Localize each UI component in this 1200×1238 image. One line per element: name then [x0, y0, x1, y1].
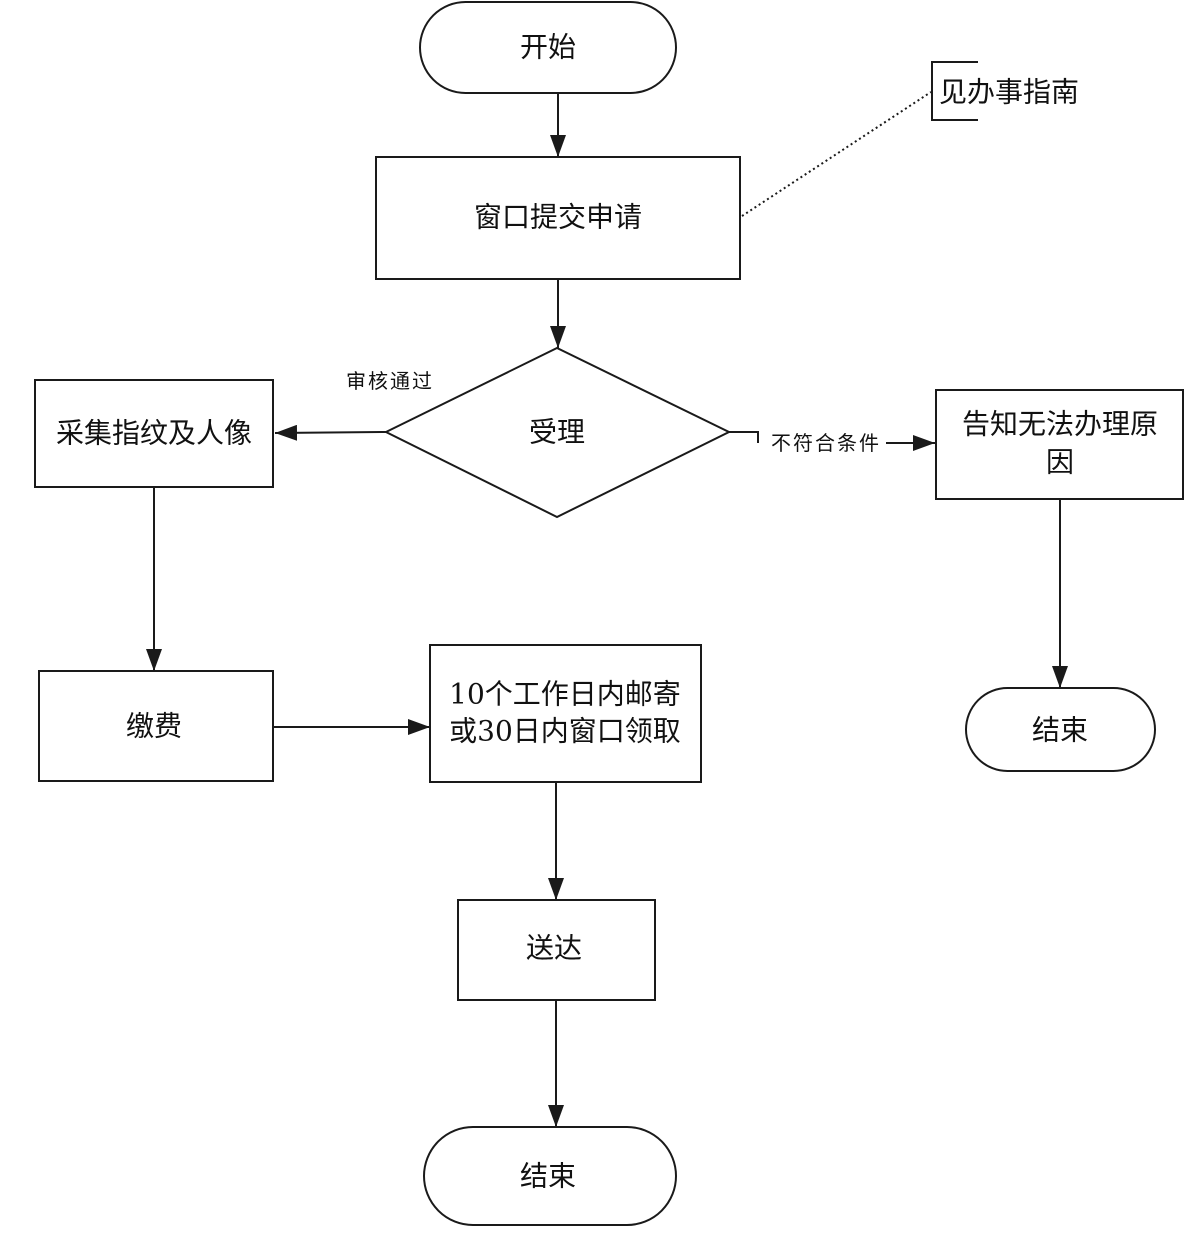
end-right-terminator: 结束 [965, 687, 1156, 772]
edge-accept-to-notify-start [729, 431, 759, 443]
deliver-option-label-line2: 或30日内窗口领取 [449, 715, 681, 748]
notify-process-shape [935, 389, 1184, 500]
deliver-label: 送达 [526, 932, 582, 965]
end-bottom-terminator: 结束 [423, 1126, 677, 1226]
edge-accept-to-collect [274, 424, 387, 441]
annotation-connector [741, 91, 932, 217]
accept-label: 受理 [529, 416, 585, 449]
notify-process: 告知无法办理原 因 [935, 389, 1184, 500]
deliver-option-label-line1: 10个工作日内邮寄 [449, 678, 681, 711]
approved-edge-label: 审核通过 [346, 369, 434, 393]
accept-decision: 受理 [383, 346, 732, 519]
end-right-terminator-shape [965, 687, 1156, 772]
end-right-label: 结束 [1032, 714, 1088, 747]
collect-process-shape [34, 379, 274, 488]
end-bottom-label: 结束 [520, 1160, 576, 1193]
collect-label: 采集指纹及人像 [56, 417, 252, 450]
notify-label-line1: 告知无法办理原 [962, 408, 1158, 441]
deliver-process-shape [457, 899, 656, 1001]
pay-process-shape [38, 670, 274, 782]
annotation-bracket [931, 61, 978, 121]
start-terminator-shape [419, 1, 677, 94]
deliver-option-process: 10个工作日内邮寄 或30日内窗口领取 [429, 644, 702, 783]
collect-process: 采集指纹及人像 [34, 379, 274, 488]
submit-process-shape [375, 156, 741, 280]
pay-label: 缴费 [126, 710, 182, 743]
start-label: 开始 [520, 31, 576, 64]
rejected-edge-label: 不符合条件 [771, 431, 881, 455]
submit-label: 窗口提交申请 [474, 201, 642, 234]
start-terminator: 开始 [419, 1, 677, 94]
end-bottom-terminator-shape [423, 1126, 677, 1226]
notify-label-line2: 因 [1046, 446, 1074, 479]
deliver-process: 送达 [457, 899, 656, 1001]
deliver-option-process-shape [429, 644, 702, 783]
guide-note-label: 见办事指南 [939, 76, 1079, 109]
submit-process: 窗口提交申请 [375, 156, 741, 280]
pay-process: 缴费 [38, 670, 274, 782]
